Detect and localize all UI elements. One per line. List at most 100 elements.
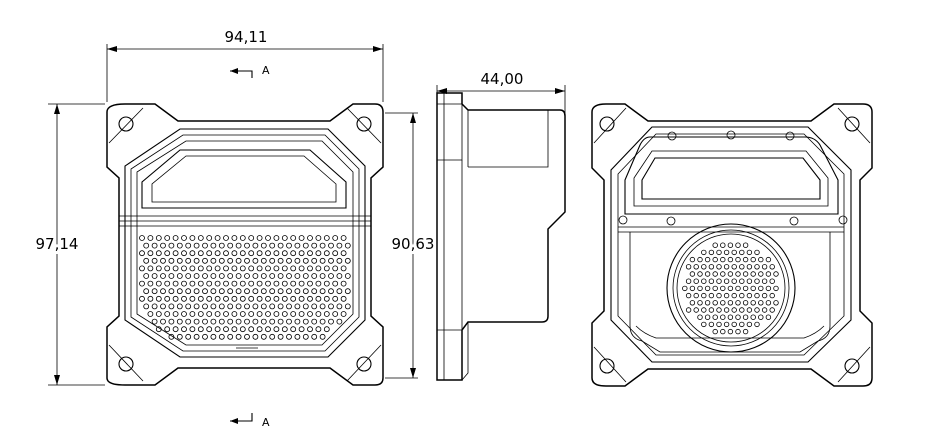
speaker-hole <box>754 292 760 299</box>
grille-hole <box>206 250 213 257</box>
speaker-hole <box>704 256 711 263</box>
grille-hole <box>256 265 263 272</box>
grille-hole <box>223 326 229 333</box>
grille-hole <box>307 295 313 302</box>
grille-hole <box>139 295 145 302</box>
grille-hole <box>319 303 326 310</box>
speaker-hole <box>739 307 745 313</box>
front-tab-line-tl <box>108 107 144 144</box>
grille-hole <box>176 273 183 279</box>
speaker-hole <box>750 300 756 306</box>
speaker-hole <box>765 271 772 277</box>
grille-hole <box>202 273 208 279</box>
grille-hole <box>210 273 217 279</box>
grille-hole <box>168 333 175 340</box>
grille-hole <box>227 318 234 325</box>
grille-hole <box>290 311 297 317</box>
grille-hole <box>231 235 238 241</box>
speaker-hole <box>685 292 692 299</box>
back-display-frame <box>633 150 829 207</box>
speaker-hole <box>723 321 730 328</box>
section-mark-top: A <box>230 64 270 78</box>
grille-hole <box>248 295 255 302</box>
grille-hole <box>181 250 187 257</box>
speaker-hole <box>693 292 699 299</box>
grille-hole <box>160 303 166 310</box>
grille-hole <box>256 235 263 241</box>
grille-hole <box>176 318 183 325</box>
grille-hole <box>315 295 322 302</box>
grille-hole <box>269 242 276 249</box>
back-boss-6 <box>789 216 799 226</box>
speaker-hole <box>742 242 749 248</box>
grille-hole <box>294 257 301 264</box>
grille-hole <box>210 333 217 340</box>
grille-hole <box>235 318 242 325</box>
speaker-hole <box>769 264 775 270</box>
grille-hole <box>256 326 263 333</box>
grille-hole <box>214 311 221 317</box>
grille-hole <box>197 265 204 272</box>
grille-hole <box>319 288 326 295</box>
grille-hole <box>248 326 255 333</box>
grille-hole <box>290 235 297 241</box>
grille-hole <box>336 257 343 264</box>
grille-hole <box>311 333 318 340</box>
grille-hole <box>172 295 179 302</box>
grille-hole <box>164 311 171 317</box>
grille-hole <box>172 250 179 257</box>
section-label-bottom: A <box>262 416 270 429</box>
grille-hole <box>311 288 318 295</box>
grille-hole <box>248 250 255 257</box>
speaker-hole <box>723 278 730 284</box>
grille-hole <box>147 265 154 272</box>
grille-hole <box>206 311 213 317</box>
speaker-hole <box>739 264 745 270</box>
speaker-hole <box>735 242 741 248</box>
back-top-compartment <box>624 136 839 215</box>
grille-hole <box>273 250 280 257</box>
speaker-hole <box>693 264 699 270</box>
grille-hole <box>151 303 158 310</box>
grille-hole <box>290 265 297 272</box>
speaker-hole <box>727 285 734 292</box>
speaker-hole <box>689 271 696 277</box>
speaker-hole <box>765 256 772 263</box>
grille-hole <box>210 303 217 310</box>
grille-hole <box>286 303 292 310</box>
grille-hole <box>143 257 150 264</box>
grille-hole <box>189 311 196 317</box>
grille-hole <box>328 303 334 310</box>
speaker-hole <box>697 256 703 263</box>
dimension-depth-label: 44,00 <box>481 70 524 88</box>
grille-hole <box>189 326 196 333</box>
speaker-hole <box>769 307 775 313</box>
grille-hole <box>286 242 292 249</box>
grille-hole <box>164 280 171 287</box>
grille-hole <box>269 257 276 264</box>
grille-hole <box>143 288 150 295</box>
speaker-hole <box>727 256 734 263</box>
grille-hole <box>277 257 284 264</box>
grille-hole <box>151 318 158 325</box>
grille-hole <box>298 295 305 302</box>
grille-hole <box>197 235 204 241</box>
grille-hole <box>298 250 305 257</box>
grille-hole <box>252 318 259 325</box>
grille-hole <box>185 333 192 340</box>
grille-hole <box>168 242 175 249</box>
speaker-hole <box>735 271 741 277</box>
side-outline <box>436 92 566 381</box>
grille-hole <box>315 280 322 287</box>
speaker-hole <box>742 328 749 335</box>
grille-hole <box>164 250 171 257</box>
grille-hole <box>248 235 255 241</box>
speaker-hole <box>727 300 734 306</box>
speaker-hole <box>754 249 760 256</box>
speaker-hole <box>727 242 734 248</box>
grille-hole <box>311 273 318 279</box>
grille-hole <box>273 235 280 241</box>
grille-hole <box>260 242 267 249</box>
grille-hole <box>307 250 313 257</box>
